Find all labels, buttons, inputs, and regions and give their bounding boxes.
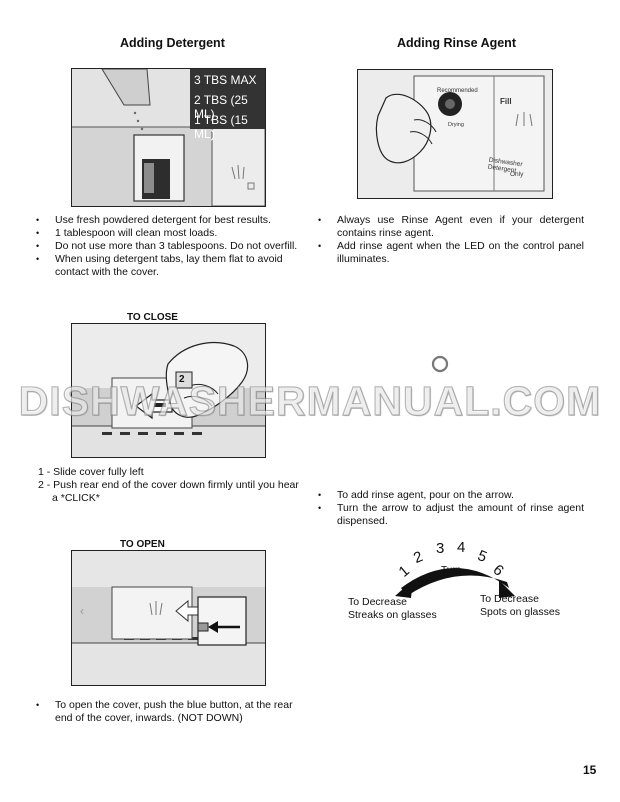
open-bullets: To open the cover, push the blue button,… bbox=[36, 699, 305, 725]
rinse-adjust-bullet: Turn the arrow to adjust the amount of r… bbox=[318, 502, 584, 528]
close-step: 1 - Slide cover fully left bbox=[38, 466, 144, 478]
only-label: Only bbox=[510, 171, 524, 178]
fill-label: Fill bbox=[500, 97, 512, 106]
decrease-spots-label: To Decrease Spots on glasses bbox=[480, 593, 560, 619]
dial-turn-label: Turn bbox=[441, 565, 462, 576]
rinse-agent-figure: Recommended Drying Fill Dishwasher Deter… bbox=[357, 69, 553, 199]
rinse-agent-illustration bbox=[358, 70, 552, 198]
decrease-text: Streaks on glasses bbox=[348, 609, 437, 621]
dial-number-4: 4 bbox=[457, 539, 466, 556]
detergent-figure: 3 TBS MAX 2 TBS (25 ML) 1 TBS (15 ML) bbox=[71, 68, 266, 207]
left-heading: Adding Detergent bbox=[120, 36, 225, 50]
recommended-label: Recommended bbox=[437, 88, 478, 94]
decrease-title: To Decrease bbox=[348, 596, 407, 608]
rinse-dial-arrow bbox=[395, 568, 515, 598]
to-close-caption: TO CLOSE bbox=[127, 312, 178, 323]
ring-icon bbox=[431, 355, 449, 373]
rinse-bullet: Add rinse agent when the LED on the cont… bbox=[318, 240, 584, 266]
rinse-adjust-bullets: To add rinse agent, pour on the arrow. T… bbox=[318, 489, 584, 528]
rinse-bullets: Always use Rinse Agent even if your dete… bbox=[318, 214, 584, 266]
close-step: a *CLICK* bbox=[52, 492, 100, 504]
level-1tbs: 1 TBS (15 ML) bbox=[194, 113, 248, 141]
svg-text:‹: ‹ bbox=[80, 604, 84, 618]
detergent-bullet: 1 tablespoon will clean most loads. bbox=[36, 227, 300, 240]
detergent-bullet: Do not use more than 3 tablespoons. Do n… bbox=[36, 240, 300, 253]
rinse-bullet: Always use Rinse Agent even if your dete… bbox=[318, 214, 584, 240]
rinse-adjust-bullet: To add rinse agent, pour on the arrow. bbox=[318, 489, 584, 502]
to-open-figure: ‹ bbox=[71, 550, 266, 686]
detergent-bullet: Use fresh powdered detergent for best re… bbox=[36, 214, 300, 227]
close-steps: 1 - Slide cover fully left 2 - Push rear… bbox=[38, 466, 308, 505]
drying-label: Drying bbox=[448, 122, 464, 128]
increase-text: Spots on glasses bbox=[480, 606, 560, 618]
to-open-caption: TO OPEN bbox=[120, 539, 165, 550]
to-open-illustration: ‹ bbox=[72, 551, 265, 685]
detergent-bullets: Use fresh powdered detergent for best re… bbox=[36, 214, 300, 279]
step-badge: 2 bbox=[179, 374, 185, 385]
page-number: 15 bbox=[583, 763, 597, 777]
increase-title: To Decrease bbox=[480, 593, 539, 605]
to-close-illustration bbox=[72, 324, 265, 457]
close-step: 2 - Push rear end of the cover down firm… bbox=[38, 479, 299, 491]
right-heading: Adding Rinse Agent bbox=[397, 36, 516, 50]
watermark: DISHWASHERMANUAL.COM bbox=[18, 377, 602, 424]
decrease-streaks-label: To Decrease Streaks on glasses bbox=[348, 596, 437, 622]
dial-number-3: 3 bbox=[436, 540, 445, 557]
detergent-bullet: When using detergent tabs, lay them flat… bbox=[36, 253, 300, 279]
level-labels: 3 TBS MAX 2 TBS (25 ML) 1 TBS (15 ML) bbox=[190, 69, 265, 141]
level-2tbs: 2 TBS (25 ML) bbox=[194, 93, 248, 121]
level-3tbs: 3 TBS MAX bbox=[194, 73, 257, 87]
to-close-figure: 2 bbox=[71, 323, 266, 458]
open-bullet: To open the cover, push the blue button,… bbox=[36, 699, 305, 725]
